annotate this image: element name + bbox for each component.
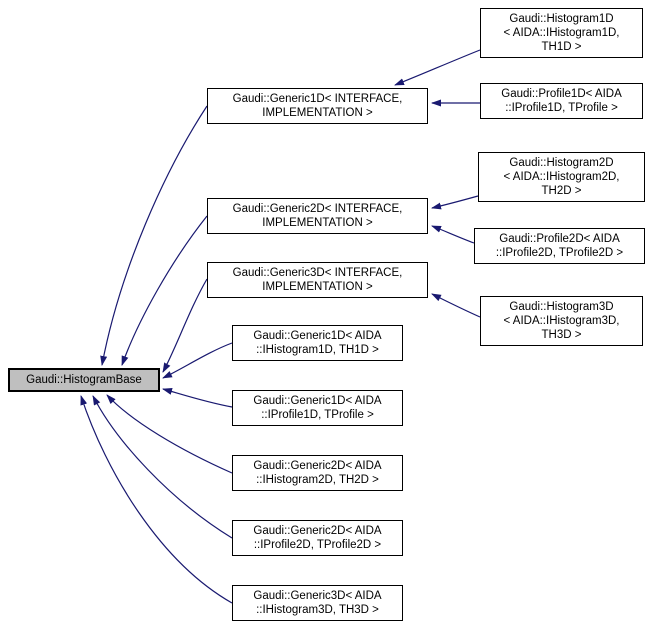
edge-generic2d-hist-to-histogrambase bbox=[106, 394, 233, 474]
class-node-generic2d[interactable]: Gaudi::Generic2D< INTERFACE, IMPLEMENTAT… bbox=[207, 198, 428, 234]
edge-generic3d-to-histogrambase bbox=[162, 278, 208, 373]
class-node-generic2d-iprofile2d[interactable]: Gaudi::Generic2D< AIDA ::IProfile2D, TPr… bbox=[232, 520, 403, 556]
edge-generic1d-to-histogrambase bbox=[100, 105, 208, 366]
class-node-profile1d[interactable]: Gaudi::Profile1D< AIDA ::IProfile1D, TPr… bbox=[480, 83, 643, 119]
edge-generic3d-hist-to-histogrambase bbox=[80, 395, 233, 604]
edge-histogram3d-to-generic3d bbox=[431, 293, 481, 318]
class-node-generic3d[interactable]: Gaudi::Generic3D< INTERFACE, IMPLEMENTAT… bbox=[207, 262, 428, 298]
edge-profile2d-to-generic2d bbox=[431, 225, 475, 244]
edge-generic2d-to-histogrambase bbox=[121, 215, 208, 366]
class-node-profile2d[interactable]: Gaudi::Profile2D< AIDA ::IProfile2D, TPr… bbox=[474, 228, 645, 264]
class-node-generic3d-ihistogram3d[interactable]: Gaudi::Generic3D< AIDA ::IHistogram3D, T… bbox=[232, 585, 403, 621]
class-node-histogram-base: Gaudi::HistogramBase bbox=[8, 368, 160, 392]
class-node-histogram1d[interactable]: Gaudi::Histogram1D < AIDA::IHistogram1D,… bbox=[480, 8, 643, 58]
edge-generic1d-hist-to-histogrambase bbox=[162, 342, 233, 379]
class-node-generic2d-ihistogram2d[interactable]: Gaudi::Generic2D< AIDA ::IHistogram2D, T… bbox=[232, 455, 403, 491]
class-node-histogram2d[interactable]: Gaudi::Histogram2D < AIDA::IHistogram2D,… bbox=[478, 152, 645, 202]
class-node-histogram3d[interactable]: Gaudi::Histogram3D < AIDA::IHistogram3D,… bbox=[480, 296, 643, 346]
edge-histogram2d-to-generic2d bbox=[431, 195, 479, 210]
class-node-generic1d[interactable]: Gaudi::Generic1D< INTERFACE, IMPLEMENTAT… bbox=[207, 88, 428, 124]
class-node-generic1d-iprofile1d[interactable]: Gaudi::Generic1D< AIDA ::IProfile1D, TPr… bbox=[232, 390, 403, 426]
class-node-generic1d-ihistogram1d[interactable]: Gaudi::Generic1D< AIDA ::IHistogram1D, T… bbox=[232, 325, 403, 361]
edge-generic2d-prof-to-histogrambase bbox=[92, 395, 233, 539]
edge-histogram1d-to-generic1d bbox=[394, 49, 481, 86]
edge-generic1d-prof-to-histogrambase bbox=[162, 388, 233, 408]
